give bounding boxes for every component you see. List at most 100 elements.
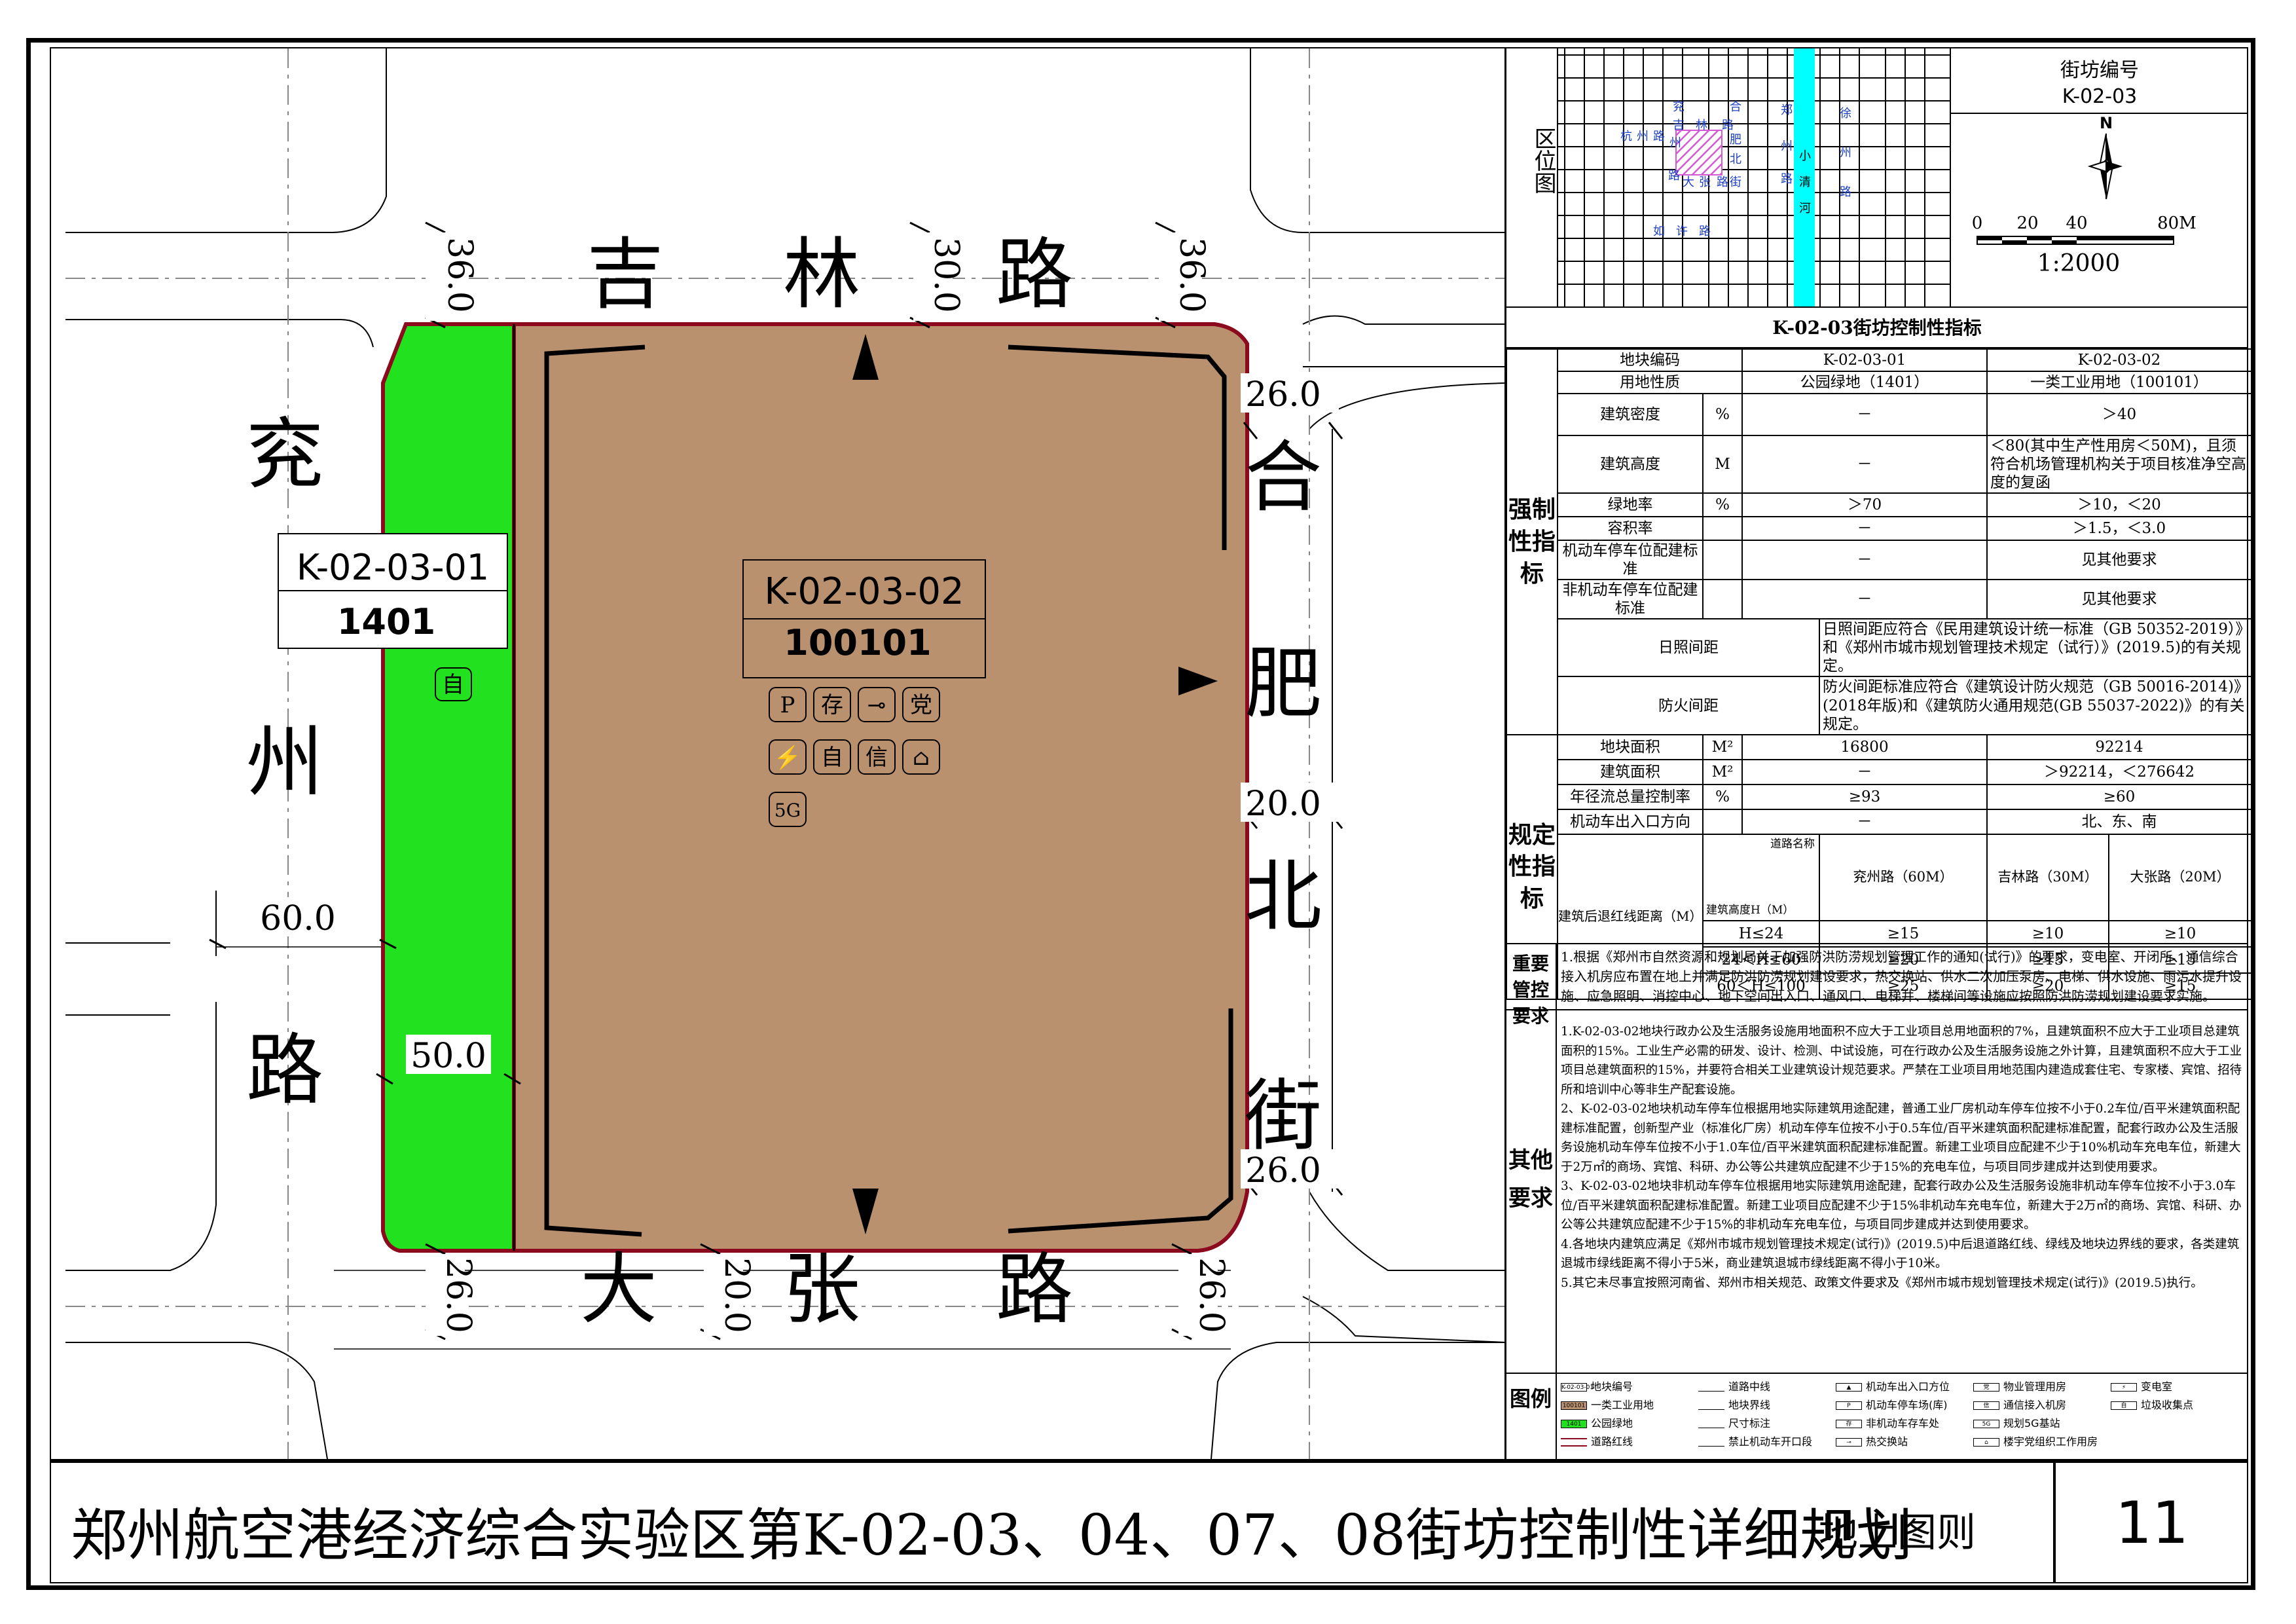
table-cell: 60＜H≤100 <box>1702 972 1820 1000</box>
heat-exchange-icon: ⊸ <box>867 692 886 718</box>
dim-east-top: 26.0 <box>1245 375 1321 415</box>
access-arrow-east <box>1178 667 1218 695</box>
legend-item: 道路红线 <box>1561 1433 1633 1449</box>
table-cell: － <box>1741 808 1988 835</box>
scale-bar <box>1977 236 2174 245</box>
telecom-icon: 信 <box>866 745 888 771</box>
other-item: 1.K-02-03-02地块行政办公及生活服务设施用地面积不应大于工业项目总用地… <box>1561 1025 2242 1097</box>
north-arrow-and-scale: N 0 20 40 80M 1:2000 <box>1972 114 2196 277</box>
table-cell: ≥15 <box>2108 972 2252 1000</box>
legend-item: 尺寸标注 <box>1698 1414 1770 1430</box>
table-cell: 防火间距标准应符合《建筑设计防火规范（GB 50016-2014)》(2018年… <box>1819 676 2252 735</box>
loc-label: 州 <box>1669 136 1681 150</box>
table-cell: 吉林路（30M） <box>1986 833 2109 921</box>
scale-tick: 20 <box>2016 213 2038 233</box>
legend-item: 自垃圾收集点 <box>2111 1396 2193 1412</box>
table-cell: ≥20 <box>1819 946 1988 974</box>
legend-text: 热交换站 <box>1866 1435 1908 1448</box>
table-cell: ＞1.5，＜3.0 <box>1986 516 2252 542</box>
table-cell <box>1702 540 1743 581</box>
legend-text: 非机动车存车处 <box>1866 1417 1940 1430</box>
road-north-1: 吉 <box>587 229 664 320</box>
table-cell: H≤24 <box>1702 919 1820 948</box>
legend-icon: ▲ <box>1836 1383 1862 1392</box>
north-arrow-icon <box>2087 133 2123 200</box>
table-cell: 公园绿地（1401） <box>1741 371 1988 394</box>
legend-text: 尺寸标注 <box>1728 1417 1771 1430</box>
loc-label: 如 <box>1653 225 1665 238</box>
table-cell: M <box>1702 434 1743 494</box>
table-cell: ≥15 <box>1986 946 2109 974</box>
other-item: 5.其它未尽事宜按照河南省、郑州市相关规范、政策文件要求及《郑州市城市规划管理技… <box>1561 1276 2203 1290</box>
scale-tick: 40 <box>2066 213 2087 233</box>
dim-north-right: 36.0 <box>1172 237 1211 313</box>
legend-icon <box>1698 1401 1724 1410</box>
table-cell: 年径流总量控制率 <box>1557 783 1704 810</box>
north-label: N <box>2100 114 2113 132</box>
road-east-4: 街 <box>1245 1071 1322 1161</box>
dim-north-mid: 30.0 <box>926 237 966 313</box>
loc-label: 路 <box>1717 175 1728 189</box>
table-cell: 建筑面积 <box>1557 758 1704 785</box>
legend-text: 道路中线 <box>1728 1380 1771 1393</box>
legend-item: K-02-03-01地块编号 <box>1561 1378 1633 1393</box>
table-cell: 防火间距 <box>1557 676 1820 735</box>
substation-icon: ⚡ <box>774 745 801 771</box>
table-cell: ＞92214，＜276642 <box>1986 758 2252 785</box>
page-number: 11 <box>2115 1489 2189 1557</box>
legend-text: 通信接入机房 <box>2003 1399 2067 1411</box>
loc-label: 张 <box>1699 175 1711 189</box>
table-cell: % <box>1702 393 1743 436</box>
legend-icon <box>1698 1383 1724 1392</box>
bike-storage-icon: 存 <box>821 692 843 718</box>
table-cell: ≥60 <box>1986 783 2252 810</box>
legend-text: 物业管理用房 <box>2003 1380 2067 1393</box>
important-label: 重要管控要求 <box>1506 944 1557 1027</box>
table-cell: 见其他要求 <box>1986 540 2252 581</box>
legend-icon: ⌂ <box>1973 1438 1999 1447</box>
table-row: H≤24≥15≥10≥10≥10 <box>1506 919 2252 948</box>
table-cell: 用地性质 <box>1557 371 1743 394</box>
access-arrow-south <box>852 1189 879 1234</box>
loc-label: 路 <box>1653 130 1665 143</box>
legend-icon: P <box>1836 1401 1862 1410</box>
table-cell: － <box>1741 516 1988 542</box>
table-cell <box>1702 808 1743 835</box>
legend-item: 地块界线 <box>1698 1396 1770 1412</box>
table-cell: M² <box>1702 758 1743 785</box>
location-heading: 区位图 <box>1530 127 1556 194</box>
loc-label: 合 <box>1730 100 1741 114</box>
legend-text: 一类工业用地 <box>1591 1399 1654 1411</box>
loc-label: 河 <box>1799 202 1811 215</box>
dim-south-left: 26.0 <box>439 1257 478 1333</box>
table-cell: ＜80(其中生产性用房＜50M)，且须符合机场管理机构关于项目核准净空高度的复函 <box>1986 434 2252 494</box>
table-row: 绿地率%＞70＞10，＜20 <box>1506 492 2252 518</box>
table-cell: 兖州路（60M） <box>1819 833 1988 921</box>
table-cell: ＞70 <box>1741 492 1988 518</box>
legend-text: 垃圾收集点 <box>2141 1399 2194 1411</box>
legend-icon: 存 <box>1836 1420 1862 1428</box>
dim-north-left: 36.0 <box>440 237 479 313</box>
table-row: 机动车停车位配建标准－见其他要求 <box>1506 540 2252 581</box>
dim-west-road: 60.0 <box>260 899 336 938</box>
legend-item: ⊸热交换站 <box>1836 1433 1908 1449</box>
road-south-2: 张 <box>783 1244 860 1335</box>
table-row: 用地性质公园绿地（1401）一类工业用地（100101） <box>1506 371 2252 394</box>
table-cell: 日照间距 <box>1557 618 1820 678</box>
park-icon: 自 <box>442 672 464 698</box>
legend-text: 禁止机动车开口段 <box>1728 1435 1813 1448</box>
legend-item: 禁止机动车开口段 <box>1698 1433 1812 1449</box>
scale-tick: 0 <box>1972 213 1983 233</box>
parcel-1-code: K-02-03-01 <box>297 547 489 588</box>
other-item: 3、K-02-03-02地块非机动车停车位根据用地实际建筑用途配建，配套行政办公… <box>1561 1179 2242 1232</box>
loc-label: 大 <box>1683 175 1694 189</box>
road-east-3: 北 <box>1245 851 1322 942</box>
table-cell: － <box>1741 434 1988 494</box>
